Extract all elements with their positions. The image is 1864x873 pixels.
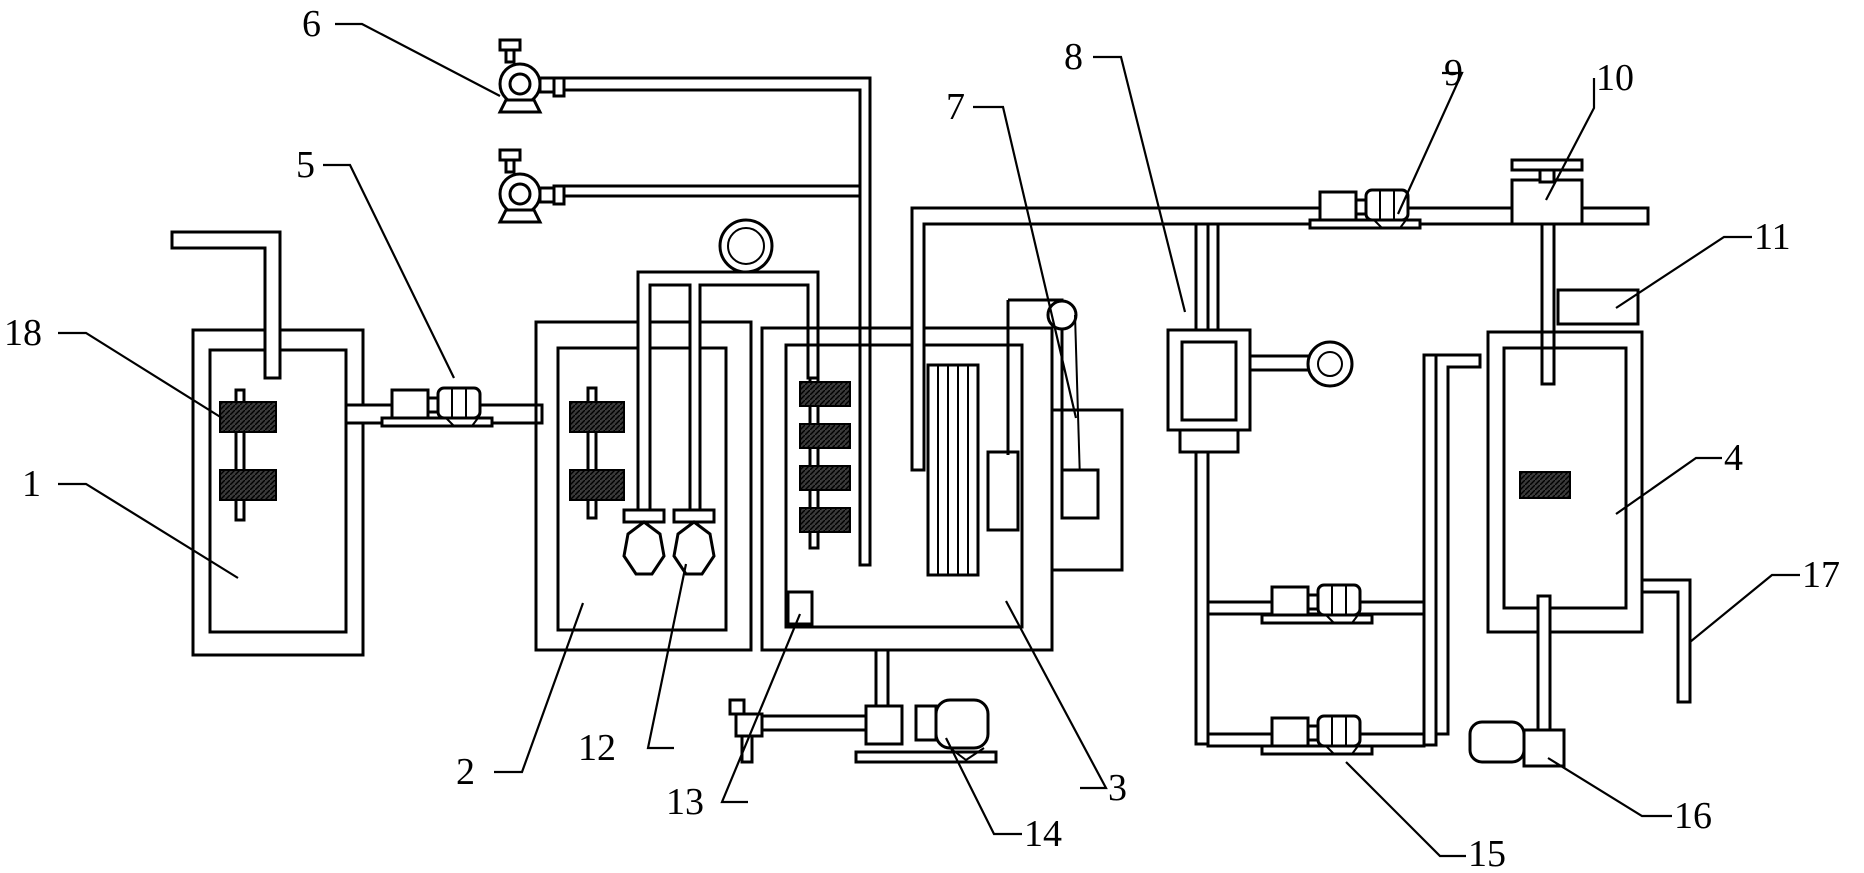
- tank-3: [760, 206, 1650, 652]
- pump-14: [728, 648, 998, 764]
- callout-4: 4: [1724, 437, 1743, 479]
- callout-3: 3: [1108, 767, 1127, 809]
- leader-lines: [58, 22, 1800, 858]
- callout-6: 6: [302, 3, 321, 45]
- valve-10: [1510, 158, 1584, 386]
- pumps-6: [498, 38, 872, 567]
- callout-17: 17: [1802, 554, 1840, 596]
- callout-16: 16: [1674, 795, 1712, 837]
- callout-5: 5: [296, 144, 315, 186]
- tank-1: [170, 230, 365, 657]
- callout-labels: 1 2 3 4 5 6 7 8 9 10 11 12 13 14 15 16 1…: [4, 3, 1840, 873]
- callout-13: 13: [666, 781, 704, 823]
- callout-11: 11: [1754, 216, 1791, 258]
- callout-9: 9: [1444, 52, 1463, 94]
- transfer-pipe-5: [344, 386, 544, 428]
- callout-15: 15: [1468, 833, 1506, 873]
- callout-14: 14: [1024, 813, 1062, 855]
- tank-4: [1468, 288, 1692, 768]
- pump-9: [1308, 188, 1422, 230]
- right-frame: [1166, 222, 1482, 756]
- callout-7: 7: [946, 86, 965, 128]
- tank-2: [534, 218, 820, 652]
- callout-8: 8: [1064, 36, 1083, 78]
- callout-1: 1: [22, 463, 41, 505]
- callout-10: 10: [1596, 57, 1634, 99]
- callout-2: 2: [456, 751, 475, 793]
- callout-18: 18: [4, 312, 42, 354]
- callout-12: 12: [578, 727, 616, 769]
